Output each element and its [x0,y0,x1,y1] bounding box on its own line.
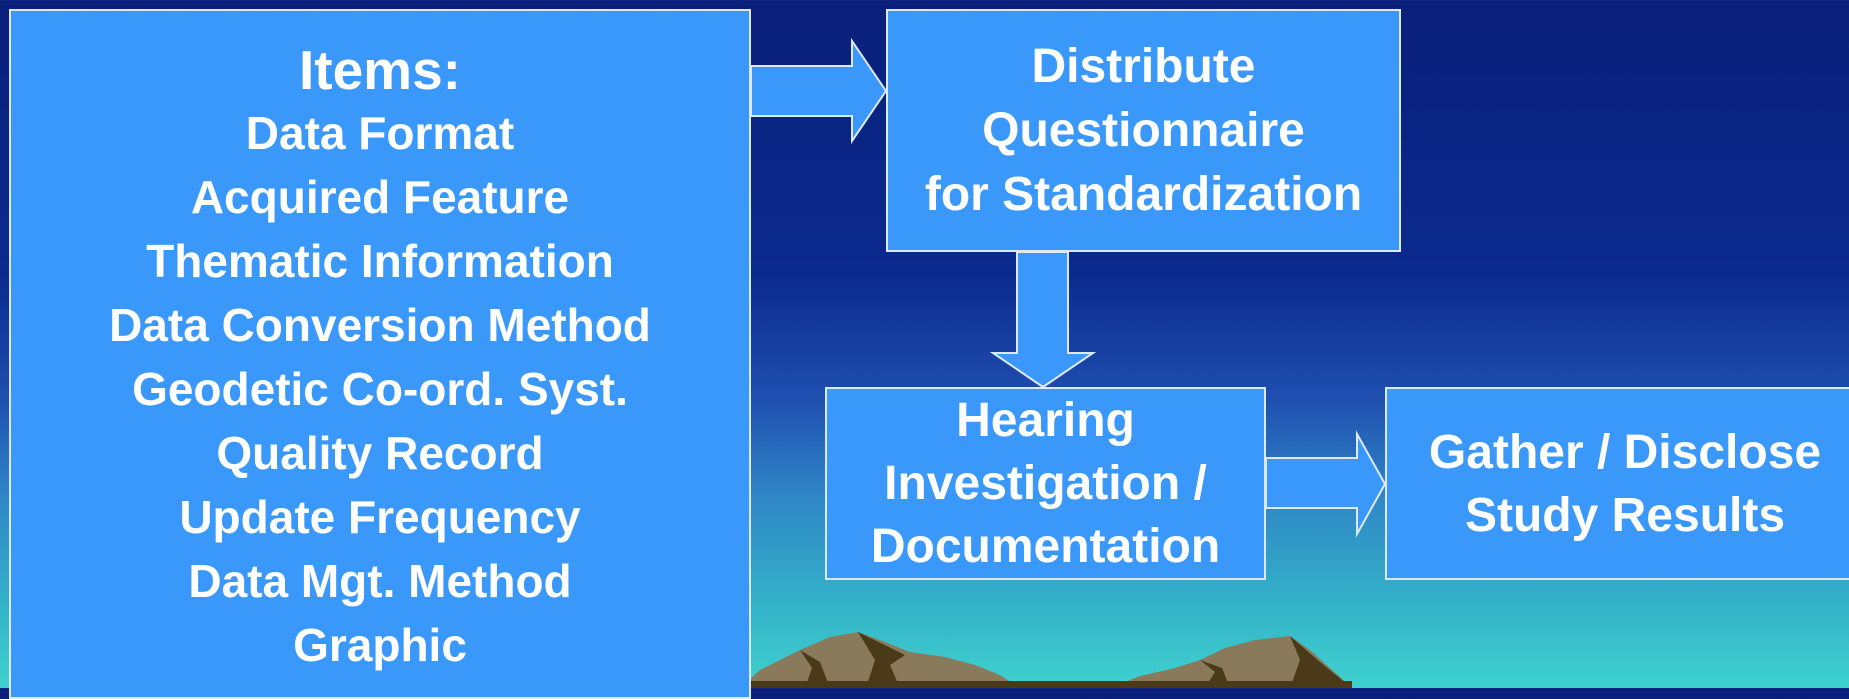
item-data-format: Data Format [245,107,515,159]
item-thematic-information: Thematic Information [146,235,614,287]
distribute-questionnaire-box: Distribute Questionnaire for Standardiza… [886,9,1401,252]
item-geodetic-coord-syst: Geodetic Co-ord. Syst. [132,363,628,415]
item-quality-record: Quality Record [216,427,544,479]
hearing-line-3: Documentation [870,520,1221,573]
gather-line-1: Gather / Disclose [1428,425,1822,479]
arrow-items-to-distribute [750,37,888,145]
distribute-line-3: for Standardization [924,167,1363,221]
gather-disclose-box: Gather / Disclose Study Results [1385,387,1849,580]
gather-line-2: Study Results [1464,488,1786,542]
arrow-hearing-to-gather [1265,430,1387,538]
item-data-conversion-method: Data Conversion Method [109,299,651,351]
mountains-illustration [740,632,1352,688]
distribute-line-1: Distribute [1031,39,1256,93]
item-update-frequency: Update Frequency [179,491,581,543]
items-title: Items: [299,39,461,101]
hearing-investigation-box: Hearing Investigation / Documentation [825,387,1266,580]
item-acquired-feature: Acquired Feature [190,171,570,223]
hearing-line-2: Investigation / [884,457,1207,510]
items-list: Data Format Acquired Feature Thematic In… [109,101,651,677]
distribute-line-2: Questionnaire [982,103,1305,157]
arrow-distribute-to-hearing [989,251,1097,389]
hearing-line-1: Hearing [956,394,1135,447]
item-data-mgt-method: Data Mgt. Method [188,555,572,607]
items-box: Items: Data Format Acquired Feature Them… [9,9,751,699]
item-graphic: Graphic [293,619,467,671]
